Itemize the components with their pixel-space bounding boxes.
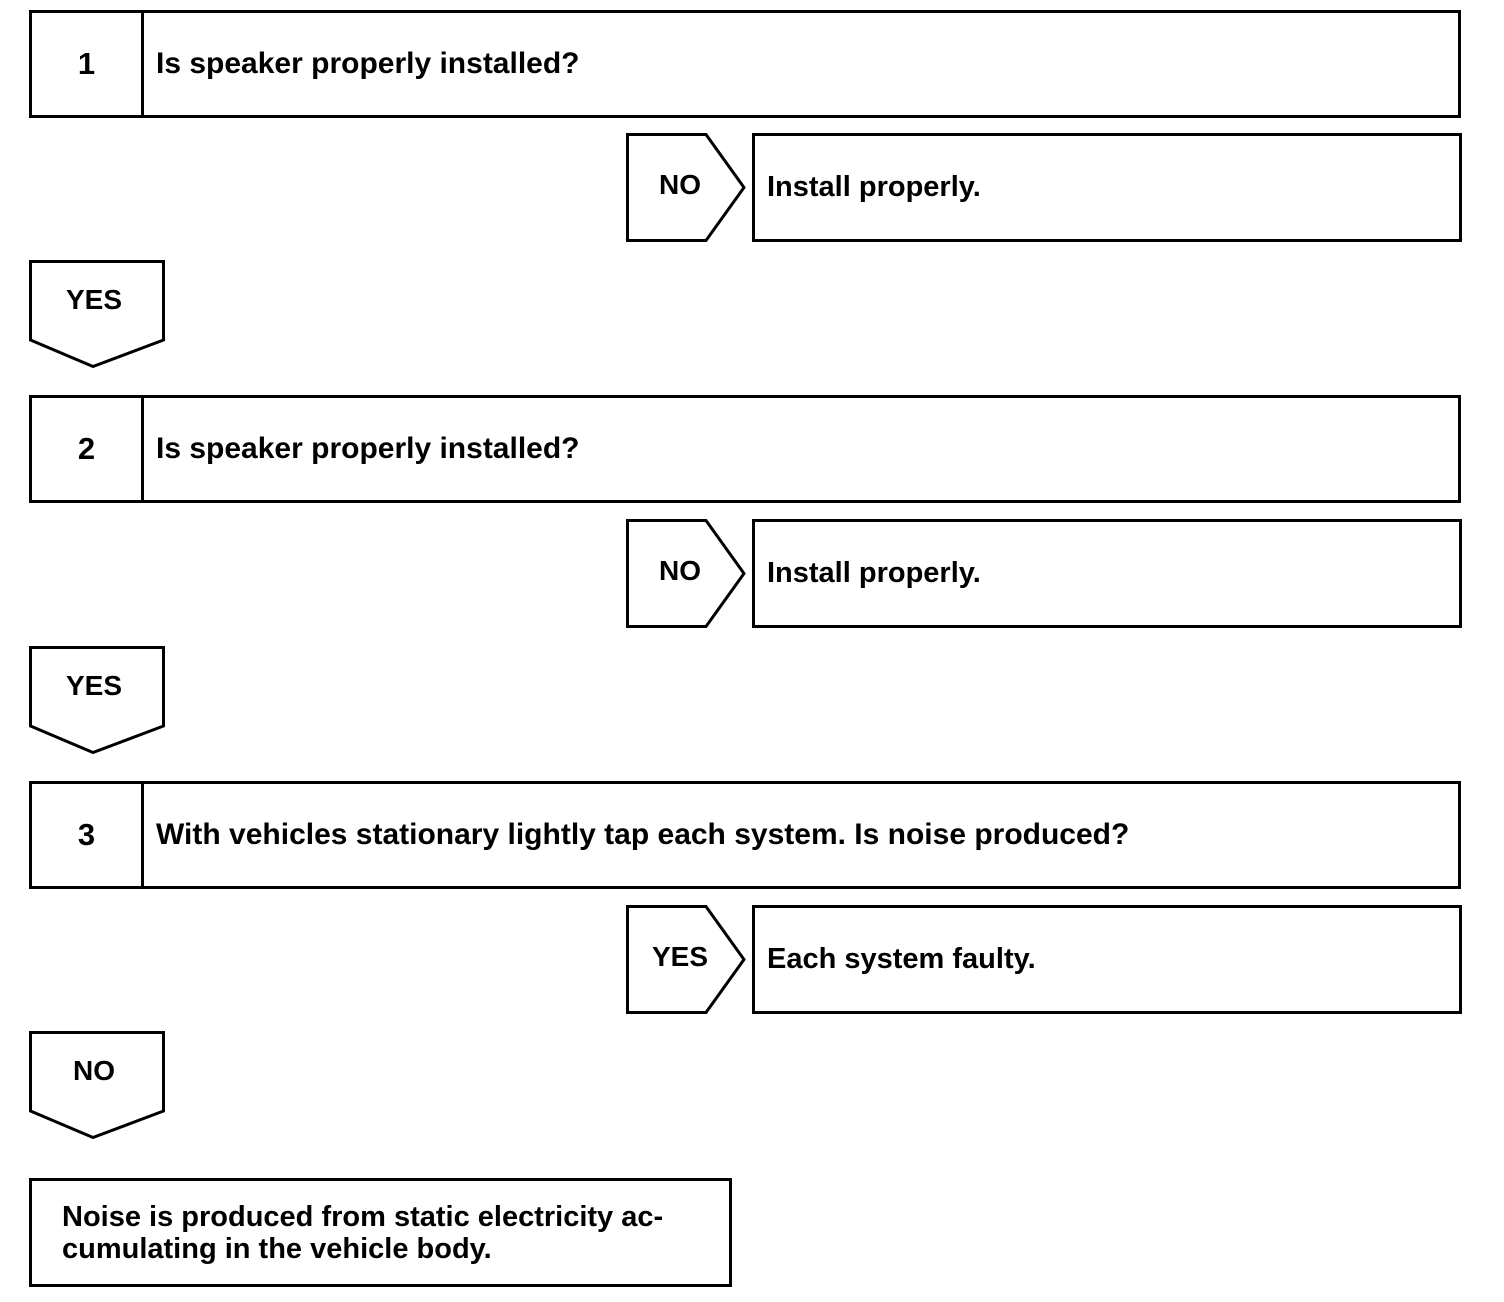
result-box: Install properly. [752, 133, 1462, 242]
step-number: 1 [32, 13, 144, 115]
step-question: Is speaker properly installed? [156, 432, 580, 465]
branch-label: NO [659, 169, 701, 200]
final-result-box: Noise is produced from static electricit… [29, 1178, 732, 1287]
final-result-line: cumulating in the vehicle body. [62, 1233, 492, 1265]
final-result-line: Noise is produced from static electricit… [62, 1201, 664, 1233]
down-branch-arrow: YES [29, 260, 165, 368]
result-text: Install properly. [767, 171, 981, 203]
step-2-box: 2 Is speaker properly installed? [29, 395, 1461, 503]
branch-label: NO [659, 555, 701, 586]
step-question: Is speaker properly installed? [156, 47, 580, 80]
result-text: Install properly. [767, 557, 981, 589]
side-branch-arrow: NO [626, 133, 746, 242]
branch-label: YES [65, 284, 123, 315]
branch-label: YES [651, 941, 709, 972]
result-box: Install properly. [752, 519, 1462, 628]
step-3-box: 3 With vehicles stationary lightly tap e… [29, 781, 1461, 889]
step-number: 3 [32, 784, 144, 886]
step-1-box: 1 Is speaker properly installed? [29, 10, 1461, 118]
result-box: Each system faulty. [752, 905, 1462, 1014]
step-question: With vehicles stationary lightly tap eac… [156, 818, 1130, 851]
result-text: Each system faulty. [767, 943, 1036, 975]
down-branch-arrow: YES [29, 646, 165, 754]
side-branch-arrow: NO [626, 519, 746, 628]
down-branch-arrow: NO [29, 1031, 165, 1139]
step-number: 2 [32, 398, 144, 500]
final-result-text: Noise is produced from static electricit… [62, 1201, 722, 1265]
branch-label: YES [65, 670, 123, 701]
branch-label: NO [73, 1055, 115, 1086]
side-branch-arrow: YES [626, 905, 746, 1014]
